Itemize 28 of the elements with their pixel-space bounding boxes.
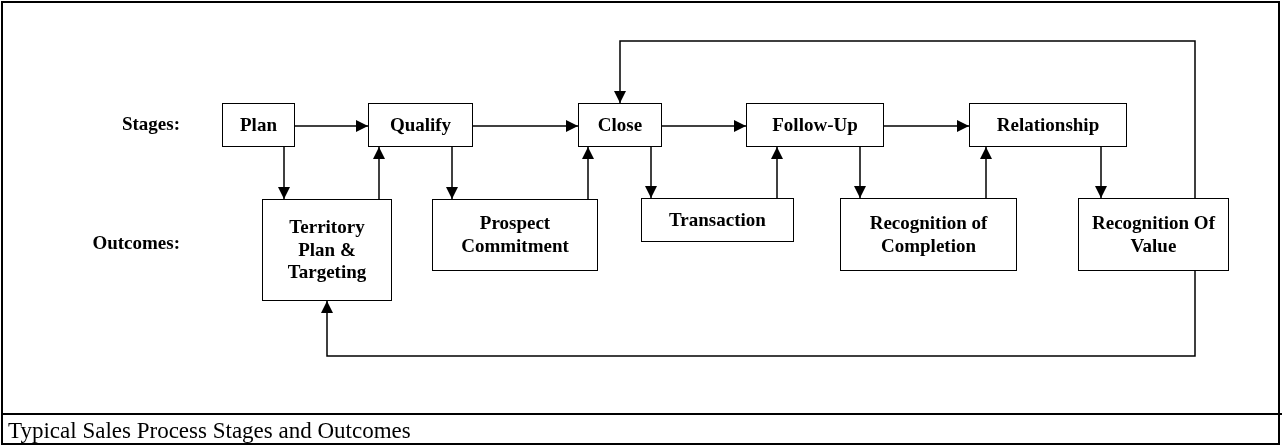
process-box: Close xyxy=(578,103,662,147)
process-box: Recognition of Completion xyxy=(840,198,1017,271)
arrow xyxy=(771,146,783,199)
process-box: Recognition Of Value xyxy=(1078,198,1229,271)
row-label: Outcomes: xyxy=(91,232,180,254)
process-box: Follow-Up xyxy=(746,103,884,147)
arrow xyxy=(661,120,747,132)
arrow xyxy=(980,146,992,199)
arrow xyxy=(883,120,970,132)
arrow xyxy=(446,146,458,200)
process-box: Plan xyxy=(222,103,295,147)
arrow xyxy=(373,146,385,200)
process-box: Qualify xyxy=(368,103,473,147)
arrow xyxy=(645,146,657,199)
arrow xyxy=(472,120,579,132)
caption: Typical Sales Process Stages and Outcomes xyxy=(8,418,411,444)
arrow xyxy=(294,120,369,132)
arrow xyxy=(854,146,866,199)
process-box: Transaction xyxy=(641,198,794,242)
arrow xyxy=(321,270,1196,357)
process-box: Territory Plan & Targeting xyxy=(262,199,392,301)
arrow xyxy=(582,146,594,200)
process-box: Prospect Commitment xyxy=(432,199,598,271)
arrow xyxy=(614,40,1196,199)
arrow xyxy=(278,146,290,200)
process-box: Relationship xyxy=(969,103,1127,147)
row-label: Stages: xyxy=(120,113,180,135)
arrow xyxy=(1095,146,1107,199)
